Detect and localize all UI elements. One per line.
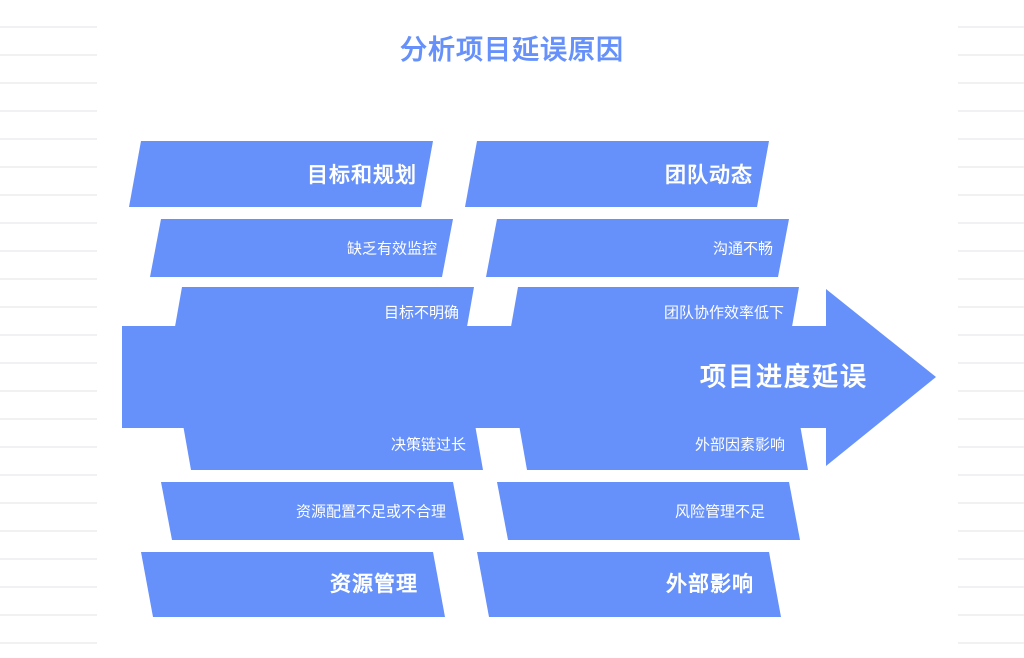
category-team-dynamics[interactable]: 团队动态 沟通不畅 团队协作效率低下 [465, 141, 799, 338]
category-header-bar-goals-planning[interactable] [129, 141, 433, 207]
cause-label-resource-management-1: 决策链过长 [391, 436, 466, 454]
page-title: 分析项目延误原因 [400, 35, 624, 66]
cause-bar-resource-management-1[interactable] [182, 419, 483, 470]
category-header-label-resource-management: 资源管理 [330, 572, 418, 596]
category-header-label-external-influence: 外部影响 [666, 572, 754, 596]
category-goals-planning[interactable]: 目标和规划 缺乏有效监控 目标不明确 [129, 141, 474, 338]
cause-bar-goals-planning-2[interactable] [173, 287, 474, 338]
category-header-label-goals-planning: 目标和规划 [307, 163, 417, 187]
category-header-bar-external-influence[interactable] [477, 552, 781, 617]
cause-bar-external-influence-1[interactable] [518, 419, 808, 470]
category-external-influence[interactable]: 外部因素影响 风险管理不足 外部影响 [477, 419, 808, 617]
cause-label-goals-planning-2: 目标不明确 [384, 304, 459, 322]
cause-label-resource-management-2: 资源配置不足或不合理 [296, 503, 446, 521]
cause-label-team-dynamics-1: 沟通不畅 [713, 240, 773, 258]
category-header-bar-team-dynamics[interactable] [465, 141, 769, 207]
cause-bar-team-dynamics-1[interactable] [486, 219, 789, 277]
category-header-label-team-dynamics: 团队动态 [665, 163, 753, 187]
category-resource-management[interactable]: 决策链过长 资源配置不足或不合理 资源管理 [141, 419, 483, 617]
cause-label-goals-planning-1: 缺乏有效监控 [347, 240, 437, 258]
category-header-bar-resource-management[interactable] [141, 552, 445, 617]
cause-label-team-dynamics-2: 团队协作效率低下 [664, 304, 784, 322]
cause-label-external-influence-2: 风险管理不足 [675, 503, 765, 521]
cause-bar-team-dynamics-2[interactable] [509, 287, 799, 338]
cause-bar-resource-management-2[interactable] [161, 482, 464, 540]
spine-label: 项目进度延误 [700, 362, 868, 393]
cause-bar-goals-planning-1[interactable] [150, 219, 453, 277]
cause-label-external-influence-1: 外部因素影响 [695, 436, 785, 454]
cause-bar-external-influence-2[interactable] [497, 482, 800, 540]
